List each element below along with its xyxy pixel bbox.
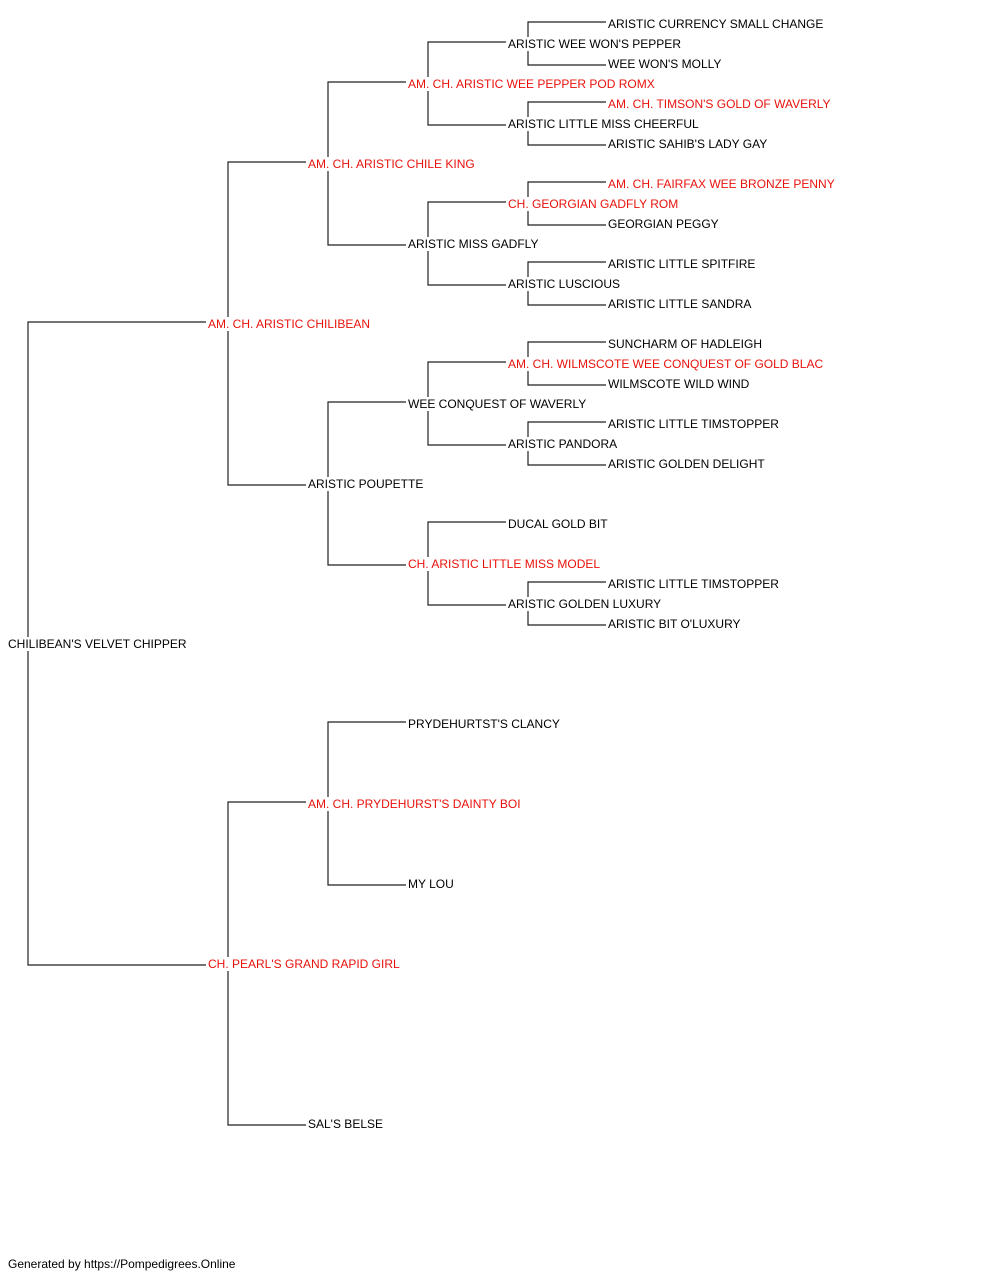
ancestor-sdsd-name: ARISTIC PANDORA [508,437,620,451]
connector-line [527,125,606,146]
connector-line [427,402,506,446]
ancestor-dsd-name: MY LOU [408,877,456,891]
ancestor-sdds-name: DUCAL GOLD BIT [508,517,610,531]
sire-sire-name: AM. CH. ARISTIC CHILE KING [308,157,477,171]
ancestor-sdsdd-name: ARISTIC GOLDEN DELIGHT [608,457,767,471]
connector-line [227,801,306,965]
connector-line [227,322,306,486]
connector-line [427,565,506,606]
connector-line [527,21,606,42]
connector-line [227,965,306,1126]
subject-dog-name: CHILIBEAN'S VELVET CHIPPER [8,637,189,651]
ancestor-sdd-name: CH. ARISTIC LITTLE MISS MODEL [408,557,603,571]
connector-line [227,161,306,322]
ancestor-sss-name: AM. CH. ARISTIC WEE PEPPER POD ROMX [408,77,657,91]
ancestor-ssddd-name: ARISTIC LITTLE SANDRA [608,297,754,311]
generated-by-footer: Generated by https://Pompedigrees.Online [8,1257,236,1271]
ancestor-sdsds-name: ARISTIC LITTLE TIMSTOPPER [608,417,781,431]
ancestor-sddd-name: ARISTIC GOLDEN LUXURY [508,597,664,611]
dam-dam-name: SAL'S BELSE [308,1117,385,1131]
ancestor-sssss-name: ARISTIC CURRENCY SMALL CHANGE [608,17,826,31]
ancestor-ssd-name: ARISTIC MISS GADFLY [408,237,541,251]
ancestor-sdddd-name: ARISTIC BIT O'LUXURY [608,617,743,631]
connector-line [27,644,206,966]
ancestor-sdssd-name: WILMSCOTE WILD WIND [608,377,752,391]
ancestor-ssds-name: CH. GEORGIAN GADFLY ROM [508,197,681,211]
connector-line [327,81,406,162]
connector-line [427,82,506,126]
ancestor-sdss-name: AM. CH. WILMSCOTE WEE CONQUEST OF GOLD B… [508,357,826,371]
connector-line [327,721,406,802]
connector-line [427,361,506,402]
connector-line [327,485,406,566]
ancestor-sdsss-name: SUNCHARM OF HADLEIGH [608,337,765,351]
connector-line [427,521,506,565]
connector-line [327,401,406,485]
connector-line [527,605,606,626]
ancestor-ssdds-name: ARISTIC LITTLE SPITFIRE [608,257,758,271]
ancestor-sssds-name: AM. CH. TIMSON'S GOLD OF WAVERLY [608,97,833,111]
ancestor-sssdd-name: ARISTIC SAHIB'S LADY GAY [608,137,770,151]
connector-line [427,245,506,286]
ancestor-dss-name: PRYDEHURTST'S CLANCY [408,717,562,731]
dam-sire-name: AM. CH. PRYDEHURST'S DAINTY BOI [308,797,523,811]
ancestor-ssss-name: ARISTIC WEE WON'S PEPPER [508,37,683,51]
dam-name: CH. PEARL'S GRAND RAPID GIRL [208,957,402,971]
connector-line [527,285,606,306]
connector-line [327,162,406,246]
ancestor-sssd-name: ARISTIC LITTLE MISS CHEERFUL [508,117,701,131]
sire-dam-name: ARISTIC POUPETTE [308,477,426,491]
connector-line [527,181,606,202]
connector-line [527,445,606,466]
ancestor-ssssd-name: WEE WON'S MOLLY [608,57,724,71]
ancestor-sds-name: WEE CONQUEST OF WAVERLY [408,397,589,411]
connector-line [427,201,506,245]
connector-line [327,802,406,886]
ancestor-ssdd-name: ARISTIC LUSCIOUS [508,277,623,291]
ancestor-ssdsd-name: GEORGIAN PEGGY [608,217,721,231]
connector-line [427,41,506,82]
ancestor-sddds-name: ARISTIC LITTLE TIMSTOPPER [608,577,781,591]
ancestor-ssdss-name: AM. CH. FAIRFAX WEE BRONZE PENNY [608,177,837,191]
sire-name: AM. CH. ARISTIC CHILIBEAN [208,317,373,331]
connector-line [27,321,206,644]
connector-line [527,341,606,362]
